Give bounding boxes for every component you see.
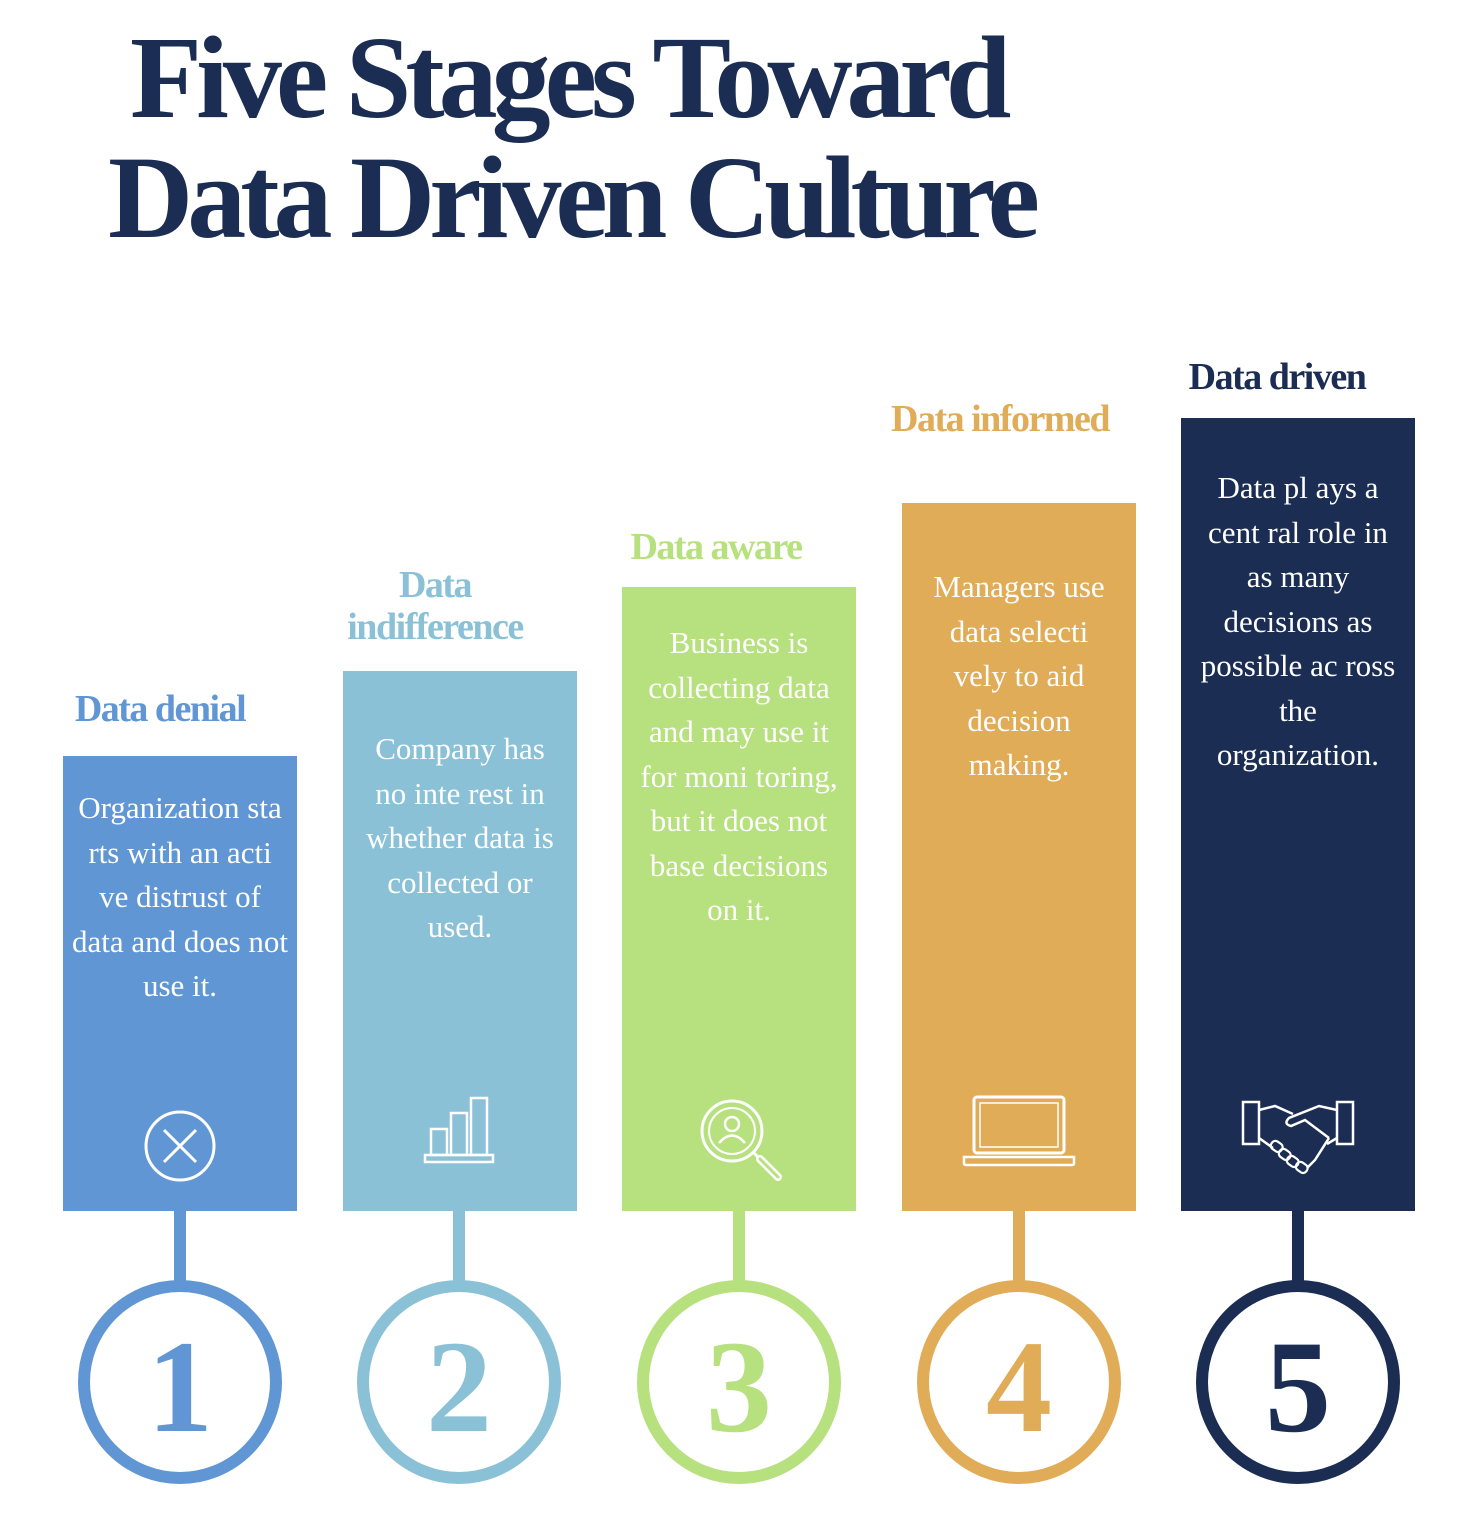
stage-1-description: Organization sta rts with an acti ve dis… <box>71 790 289 1003</box>
stage-5-connector <box>1292 1211 1304 1281</box>
stage-4-number: 4 <box>986 1313 1052 1460</box>
title-line-2: Data Driven Culture <box>108 132 1040 263</box>
stage-3-box: Business is collecting data and may use … <box>622 587 856 1211</box>
stage-1-box: Organization sta rts with an acti ve dis… <box>63 756 297 1211</box>
stage-3-number-circle: 3 <box>637 1280 841 1484</box>
stage-3-number: 3 <box>706 1313 772 1460</box>
stage-2-number-circle: 2 <box>357 1280 561 1484</box>
magnifier-user-icon <box>700 1099 782 1181</box>
stage-2-box: Company has no inte rest in whether data… <box>343 671 577 1211</box>
stage-1-number-circle: 1 <box>78 1280 282 1484</box>
stage-5-description: Data pl ays a cent ral role in as many d… <box>1200 470 1396 772</box>
stage-4-number-circle: 4 <box>917 1280 1121 1484</box>
stage-2-number: 2 <box>426 1313 492 1460</box>
stage-4-description: Managers use data selecti vely to aid de… <box>933 569 1105 782</box>
bar-chart-icon <box>423 1096 495 1164</box>
stage-4-title: Data informed <box>891 398 1110 440</box>
stage-1-connector <box>174 1211 186 1281</box>
stage-1-number: 1 <box>147 1313 213 1460</box>
stage-5-box: Data pl ays a cent ral role in as many d… <box>1181 418 1415 1211</box>
stage-4-connector <box>1013 1211 1025 1281</box>
stage-2-connector <box>453 1211 465 1281</box>
title-line-1: Five Stages Toward <box>130 12 1011 143</box>
stage-5-title: Data driven <box>1188 356 1367 398</box>
stage-3-connector <box>733 1211 745 1281</box>
page-title: Five Stages Toward Data Driven Culture <box>108 12 1040 263</box>
stage-5-number: 5 <box>1265 1313 1331 1460</box>
stage-5-number-circle: 5 <box>1196 1280 1400 1484</box>
stage-3-description: Business is collecting data and may use … <box>640 625 838 927</box>
laptop-icon <box>962 1095 1076 1167</box>
stage-3-title: Data aware <box>630 526 803 568</box>
stage-1-title: Data denial <box>74 688 247 730</box>
handshake-icon <box>1241 1100 1355 1175</box>
x-circle-icon <box>144 1110 216 1182</box>
stage-2-title: Data indifference <box>347 564 524 648</box>
stage-4-box: Managers use data selecti vely to aid de… <box>902 503 1136 1211</box>
stage-2-description: Company has no inte rest in whether data… <box>366 731 554 944</box>
